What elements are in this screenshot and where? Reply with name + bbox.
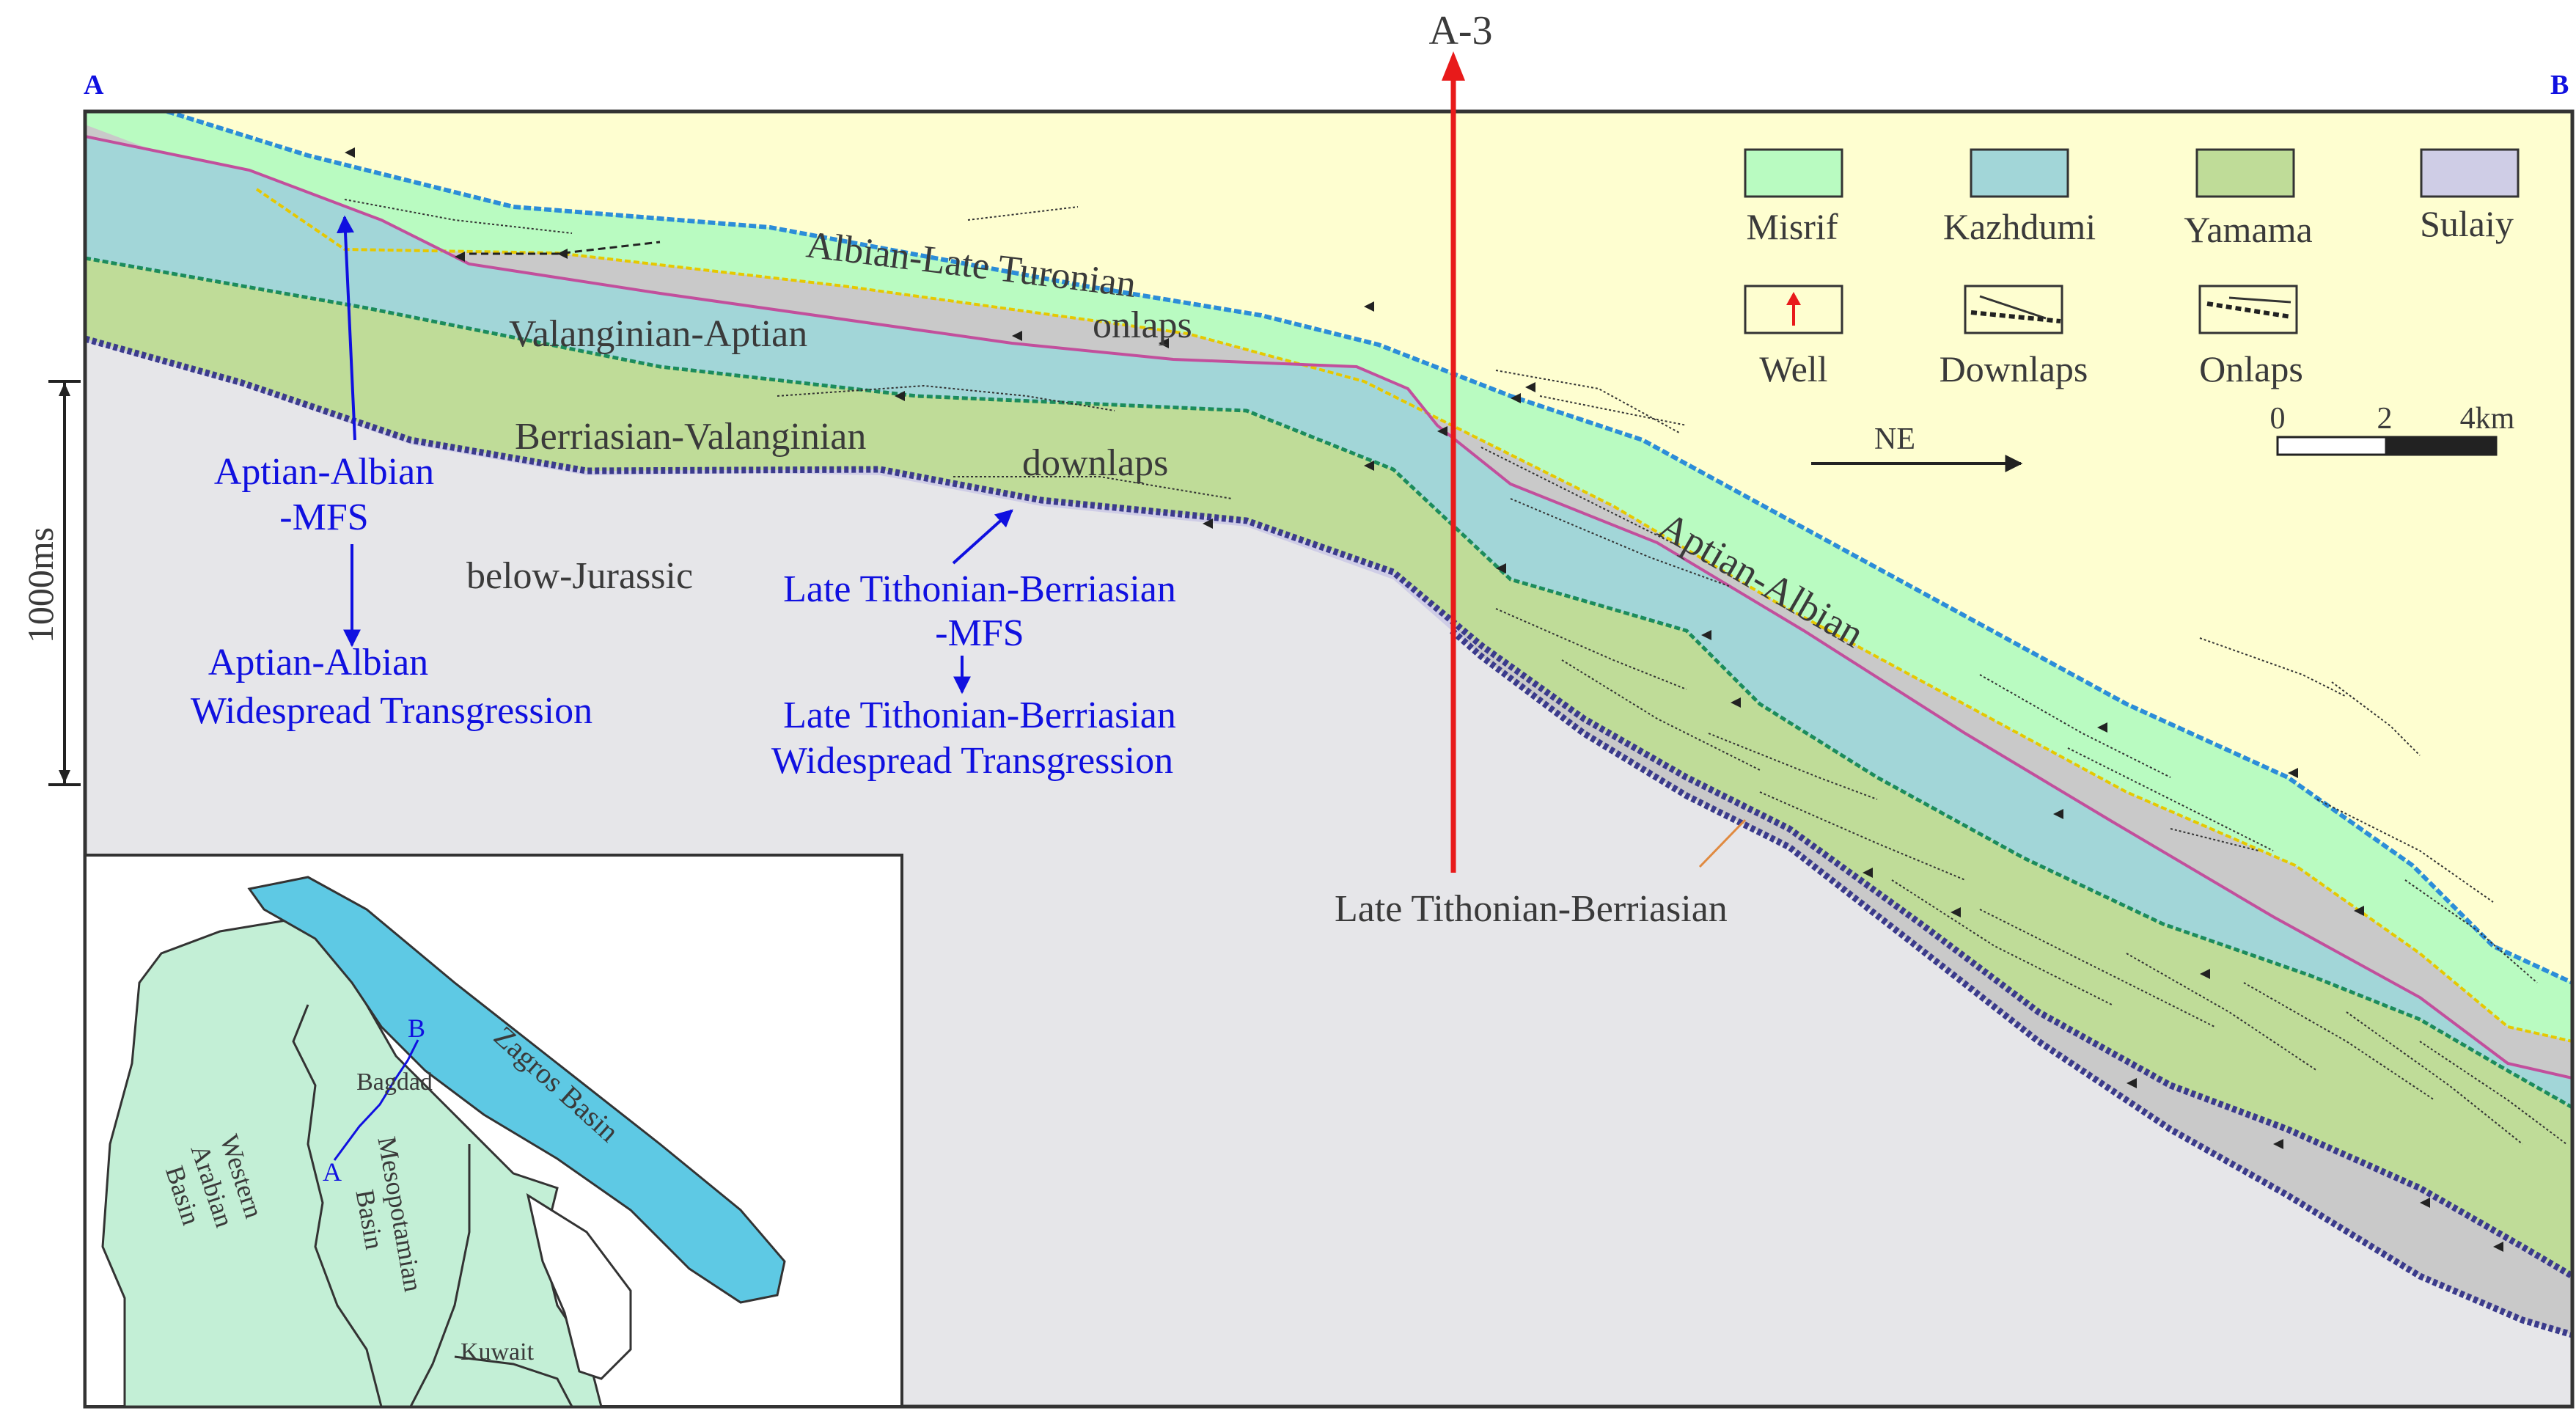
legend: Misrif Kazhdumi Yamama Sulaiy Well Downl… [1744, 148, 2520, 389]
below-jurassic-horizon [1450, 628, 2572, 1338]
late-tithonian-leader [1698, 818, 1747, 868]
map-label-a: A [323, 1157, 342, 1187]
map-section-line [333, 1039, 419, 1161]
legend-label-well: Well [1759, 348, 1827, 389]
legend-swatch-well [1744, 285, 1843, 334]
transgression2-text-a: Late Tithonian-Berriasian [783, 694, 1176, 736]
legend-swatch-onlaps [2198, 285, 2298, 334]
onlap-downlap-markers [345, 147, 2503, 1252]
scale-tick-2: 2 [2377, 402, 2393, 436]
scale-bar-white [2276, 436, 2388, 456]
scale-tick-0: 0 [2270, 402, 2286, 436]
map-label-kuwait: Kuwait [460, 1338, 535, 1366]
transgression1-text-b: Widespread Transgression [191, 690, 592, 732]
legend-swatch-downlaps [1964, 285, 2063, 334]
mfs1-arrow-up [337, 215, 356, 441]
well-name: A-3 [1428, 8, 1492, 54]
map-label-bagdad: Bagdad [356, 1069, 433, 1096]
legend-label-downlaps: Downlaps [1940, 348, 2088, 389]
aptian-albian-horizon [255, 188, 2572, 1043]
location-map-inset: A B Bagdad Kuwait Zagros Basin Western A… [84, 854, 903, 1408]
mfs2-text-b: -MFS [935, 612, 1024, 654]
well-arrowhead [1442, 51, 1465, 81]
legend-well-arrow-icon [1786, 292, 1801, 305]
map-boundary-kuwait [454, 1355, 573, 1407]
legend-swatch-sulaiy [2420, 148, 2520, 198]
seismic-reflectors [344, 199, 2567, 1145]
vertical-scale-label: 1000ms [20, 527, 61, 643]
mfs2-arrow-up [952, 509, 1013, 565]
legend-onlaps-line [2228, 296, 2291, 304]
legend-label-kazhdumi: Kazhdumi [1943, 206, 2096, 247]
map-label-b: B [408, 1014, 425, 1043]
mfs1-text-a: Aptian-Albian [214, 451, 434, 493]
legend-swatch-yamama [2195, 148, 2295, 198]
legend-swatch-kazhdumi [1970, 148, 2069, 198]
direction-label: NE [1874, 422, 1915, 456]
yamama-top-horizon [85, 256, 2572, 1110]
legend-swatch-misrif [1744, 148, 1843, 198]
kazhdumi-top-horizon [85, 135, 2572, 1080]
label-late-tithonian-berriasian: Late Tithonian-Berriasian [1335, 888, 1728, 930]
map-gulf [526, 1192, 632, 1380]
vertical-scale-bar [48, 380, 81, 786]
endpoint-a: A [84, 70, 104, 100]
scale-tick-4km: 4km [2460, 402, 2515, 436]
map-basin-boundary-west [292, 1004, 383, 1407]
endpoint-b: B [2550, 70, 2569, 100]
legend-label-yamama: Yamama [2184, 209, 2312, 250]
sulaiy-top-horizon [85, 335, 2572, 1279]
label-onlaps: onlaps [1093, 304, 1192, 346]
label-valanginian-aptian: Valanginian-Aptian [509, 313, 807, 355]
legend-downlaps-hatch [1970, 310, 2061, 323]
legend-onlaps-hatch [2206, 301, 2291, 319]
legend-downlaps-line [1979, 295, 2047, 320]
scale-bar-black [2385, 436, 2498, 456]
map-zagros-basin [247, 876, 786, 1304]
label-downlaps: downlaps [1022, 442, 1168, 484]
section-frame [83, 109, 2575, 1409]
misrif-top-horizon [166, 111, 2572, 985]
map-basin-boundary-east [409, 1144, 471, 1407]
mfs2-text-a: Late Tithonian-Berriasian [783, 568, 1176, 610]
legend-label-misrif: Misrif [1747, 206, 1838, 247]
label-berriasian-valanginian: Berriasian-Valanginian [515, 416, 866, 458]
transgression2-text-b: Widespread Transgression [771, 740, 1173, 782]
mfs1-text-b: -MFS [279, 496, 368, 538]
legend-label-sulaiy: Sulaiy [2420, 203, 2514, 244]
legend-label-onlaps: Onlaps [2199, 348, 2303, 389]
label-below-jurassic: below-Jurassic [466, 555, 693, 597]
onlap-hatch [469, 241, 661, 255]
transgression1-text-a: Aptian-Albian [208, 642, 428, 683]
